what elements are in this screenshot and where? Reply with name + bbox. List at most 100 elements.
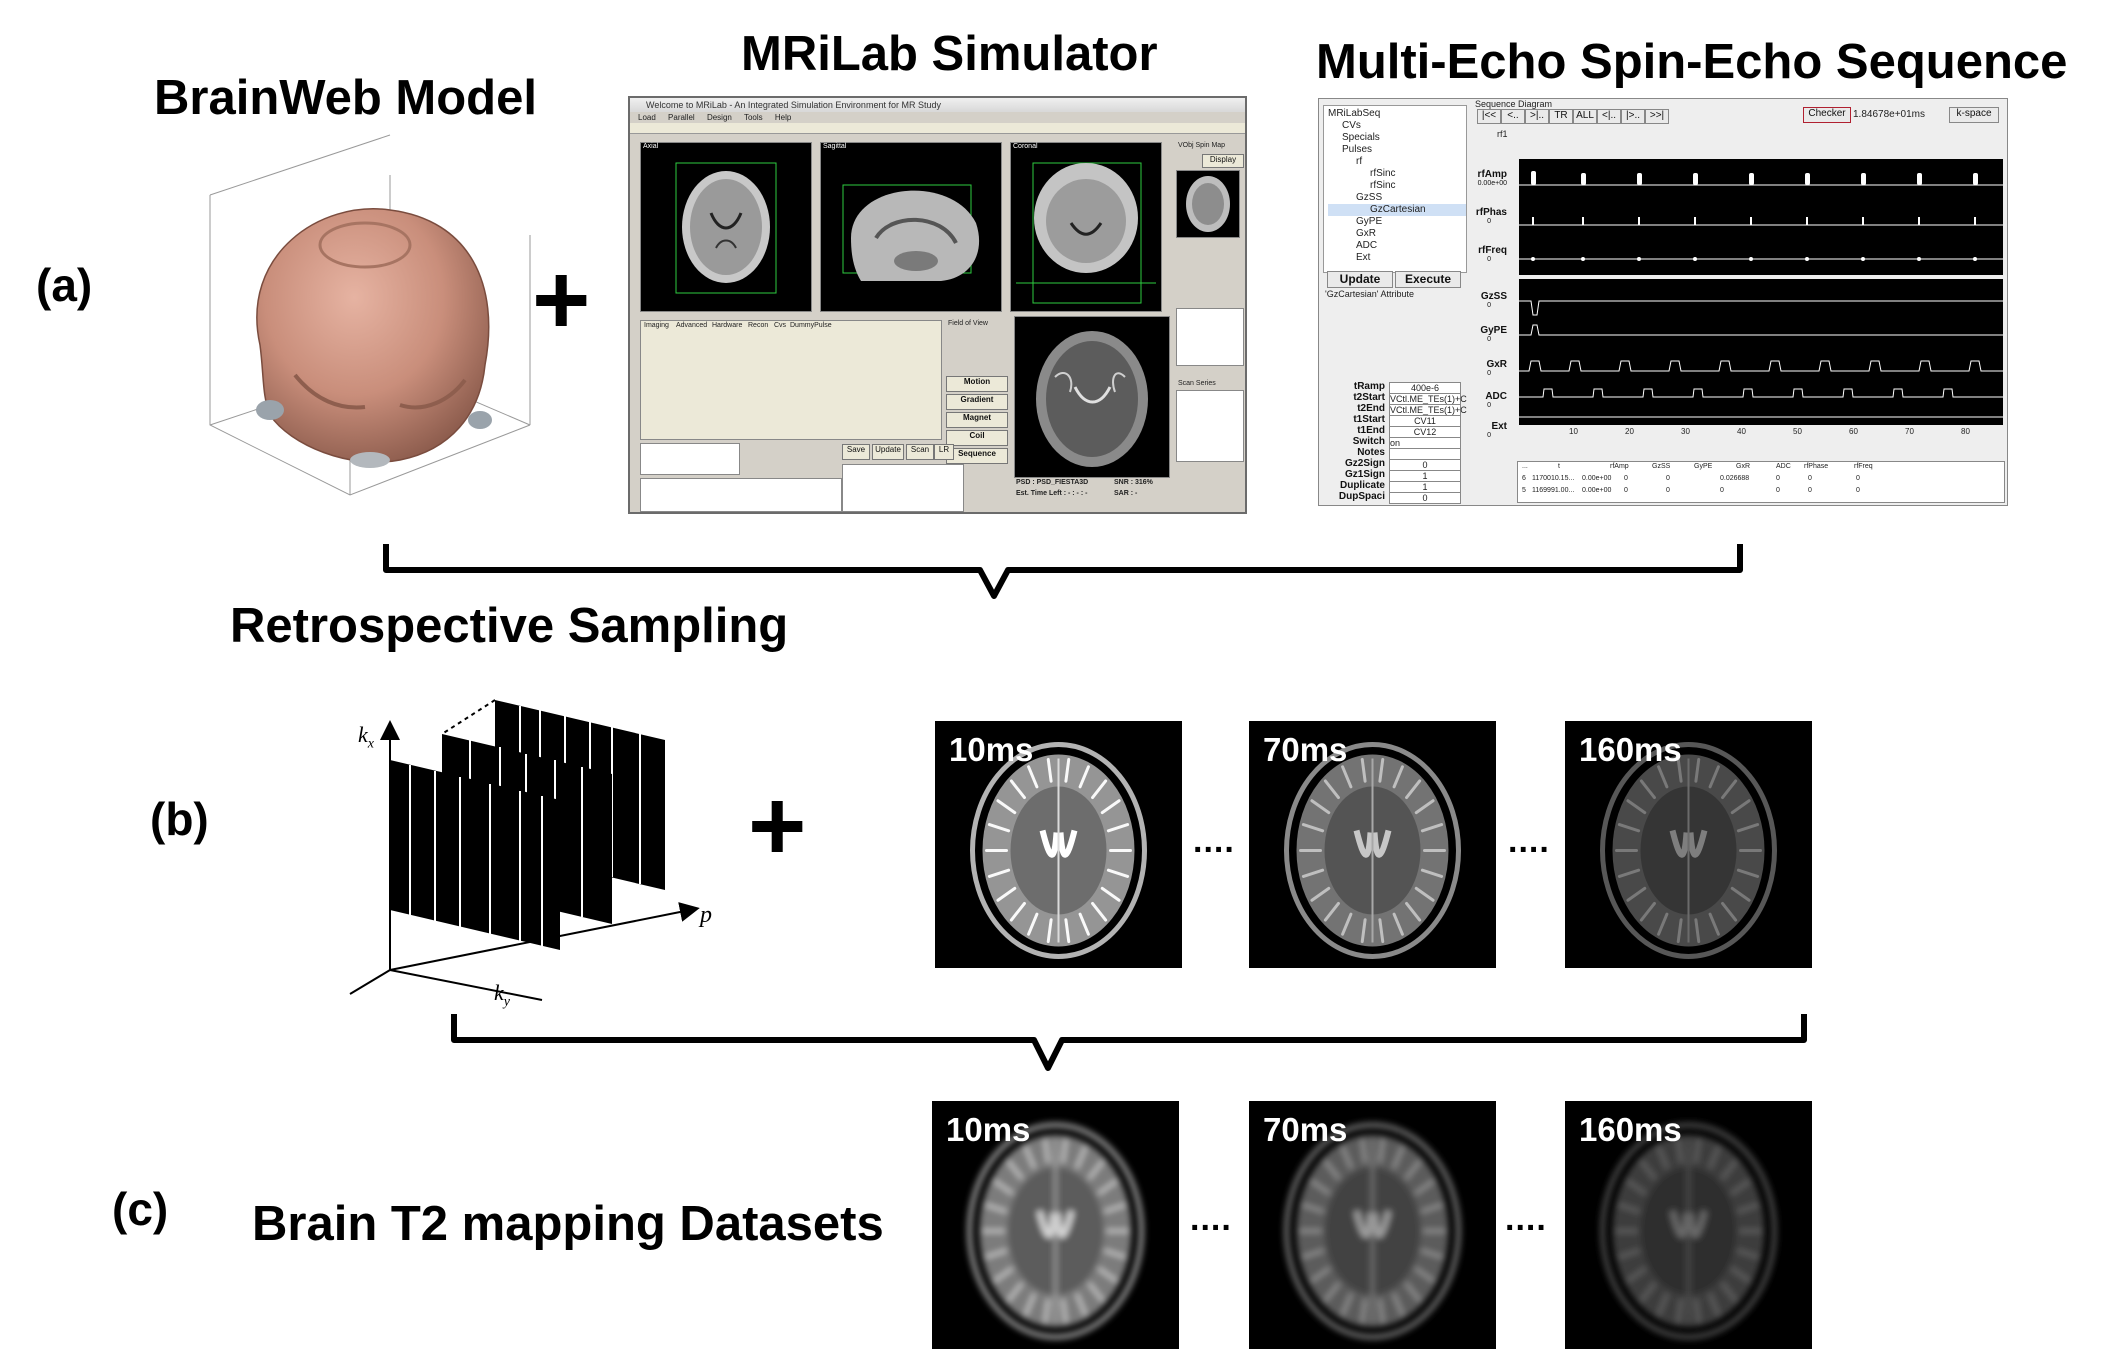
tree-ext[interactable]: Ext [1356,252,1371,263]
seq-update-button[interactable]: Update [1327,271,1393,288]
tree-mrilabseq[interactable]: MRiLabSeq [1328,108,1381,119]
table-cell: 0 [1856,475,1860,482]
checker-button[interactable]: Checker [1803,107,1851,123]
save-button[interactable]: Save [842,444,870,460]
update-button[interactable]: Update [872,444,904,460]
sequence-button[interactable]: Sequence [946,448,1008,464]
tree-rfsinc-1[interactable]: rfSinc [1370,168,1396,179]
magnet-button[interactable]: Magnet [946,412,1008,428]
tab-imaging[interactable]: Imaging [644,322,669,329]
brain-image-svg [967,1122,1144,1340]
attr-name: Duplicate [1339,480,1385,491]
table-cell: 1169991.00... [1532,487,1575,494]
coil-selection-box[interactable] [640,443,740,475]
channel-label: rfAmp [1477,169,1507,180]
menu-tools[interactable]: Tools [743,113,763,122]
channel-label: GyPE [1480,325,1507,336]
plus-sign-b: + [748,770,807,882]
tree-adc[interactable]: ADC [1356,240,1378,251]
mrilab-toolbar[interactable] [630,123,1245,134]
tab-recon[interactable]: Recon [748,322,769,329]
display-button[interactable]: Display [1202,154,1244,168]
brainweb-title: BrainWeb Model [154,71,537,125]
tab-cvs[interactable]: Cvs [774,322,787,329]
menu-load[interactable]: Load [638,113,656,122]
tree-rfsinc-2[interactable]: rfSinc [1370,180,1396,191]
plus-sign-a: + [532,244,591,356]
nav-step-fwd-button[interactable]: |>.. [1621,109,1645,124]
kspace-button[interactable]: k-space [1949,107,1999,123]
ground-truth-image-10ms: 10ms [935,721,1182,968]
axial-view[interactable]: Axial [640,142,812,312]
nav-last-button[interactable]: >>| [1645,109,1669,124]
sagittal-view[interactable]: Sagittal [820,142,1002,312]
scan-button[interactable]: Scan [906,444,934,460]
axis-tick: 20 [1625,427,1634,436]
mrilab-window: Welcome to MRiLab - An Integrated Simula… [628,96,1247,514]
axis-tick: 10 [1569,427,1578,436]
channel-value: 0 [1487,402,1491,409]
channel-label: Ext [1491,421,1507,432]
attr-name: t2End [1357,403,1385,414]
ellipsis-b1: .... [1193,822,1235,860]
axis-tick: 80 [1961,427,1970,436]
channel-label: GxR [1486,359,1507,370]
attr-value[interactable]: 0 [1389,492,1461,504]
menu-design[interactable]: Design [706,113,732,122]
nav-next-button[interactable]: >|.. [1525,109,1549,124]
channel-label: GzSS [1480,291,1507,302]
value-object-property-list[interactable] [1176,308,1244,366]
sequence-table[interactable]: ... t rfAmp GzSS GyPE GxR ADC rfPhase rf… [1517,461,2005,503]
tab-dummypulse[interactable]: DummyPulse [790,322,832,329]
menu-help[interactable]: Help [774,113,792,122]
sequence-tree[interactable]: MRiLabSeq CVs Specials Pulses rf rfSinc … [1323,105,1467,273]
tree-rf[interactable]: rf [1356,156,1363,167]
brainweb-head-render [209,134,531,496]
tree-gzss[interactable]: GzSS [1356,192,1383,203]
channel-value: 0.00e+00 [1477,180,1507,187]
nav-all-button[interactable]: ALL [1573,109,1597,124]
tree-cvs[interactable]: CVs [1342,120,1361,131]
tree-gxr[interactable]: GxR [1356,228,1376,239]
kspace-plane-front [390,760,560,950]
echo-time-label: 10ms [946,1111,1031,1148]
table-header: rfPhase [1804,463,1829,470]
tab-advanced[interactable]: Advanced [676,322,708,329]
tab-rf1[interactable]: rf1 [1497,129,1508,139]
panel-c-label: (c) [112,1183,169,1235]
nav-step-back-button[interactable]: <|.. [1597,109,1621,124]
ellipsis-c1: .... [1190,1200,1232,1238]
scan-series-list[interactable] [1176,390,1244,462]
nav-prev-button[interactable]: <.. [1501,109,1525,124]
gradient-plot[interactable] [1519,279,2003,425]
tree-pulses[interactable]: Pulses [1342,144,1373,155]
lr-button[interactable]: LR [934,444,954,460]
menu-parallel[interactable]: Parallel [668,113,695,122]
rf-plot[interactable] [1519,159,2003,275]
spin-map-thumbnail [1176,170,1240,238]
snr-readout: SNR : 316% [1114,479,1153,486]
nav-first-button[interactable]: |<< [1477,109,1501,124]
gradient-button[interactable]: Gradient [946,394,1008,410]
tab-hardware[interactable]: Hardware [712,322,743,329]
table-header: ... [1522,463,1528,470]
tree-specials[interactable]: Specials [1342,132,1380,143]
axis-tick: 30 [1681,427,1690,436]
nav-tr-button[interactable]: TR [1549,109,1573,124]
table-cell: 5 [1522,487,1526,494]
head-shape [256,208,490,463]
undersampled-image-70ms: 70ms [1249,1101,1496,1349]
table-header: t [1558,463,1560,470]
coil-button[interactable]: Coil [946,430,1008,446]
echo-time-label: 160ms [1579,1111,1682,1148]
axis-ky-sub: y [503,994,510,1010]
axis-tick: 40 [1737,427,1746,436]
tree-gype[interactable]: GyPE [1356,216,1383,227]
recon-preview[interactable] [1014,316,1170,478]
seq-execute-button[interactable]: Execute [1395,271,1461,288]
motion-button[interactable]: Motion [946,376,1008,392]
tree-gzcartesian[interactable]: GzCartesian [1328,204,1466,216]
echo-time-label: 160ms [1579,731,1682,768]
time-readout: 1.84678e+01ms [1853,109,1926,120]
coronal-view[interactable]: Coronal [1010,142,1162,312]
